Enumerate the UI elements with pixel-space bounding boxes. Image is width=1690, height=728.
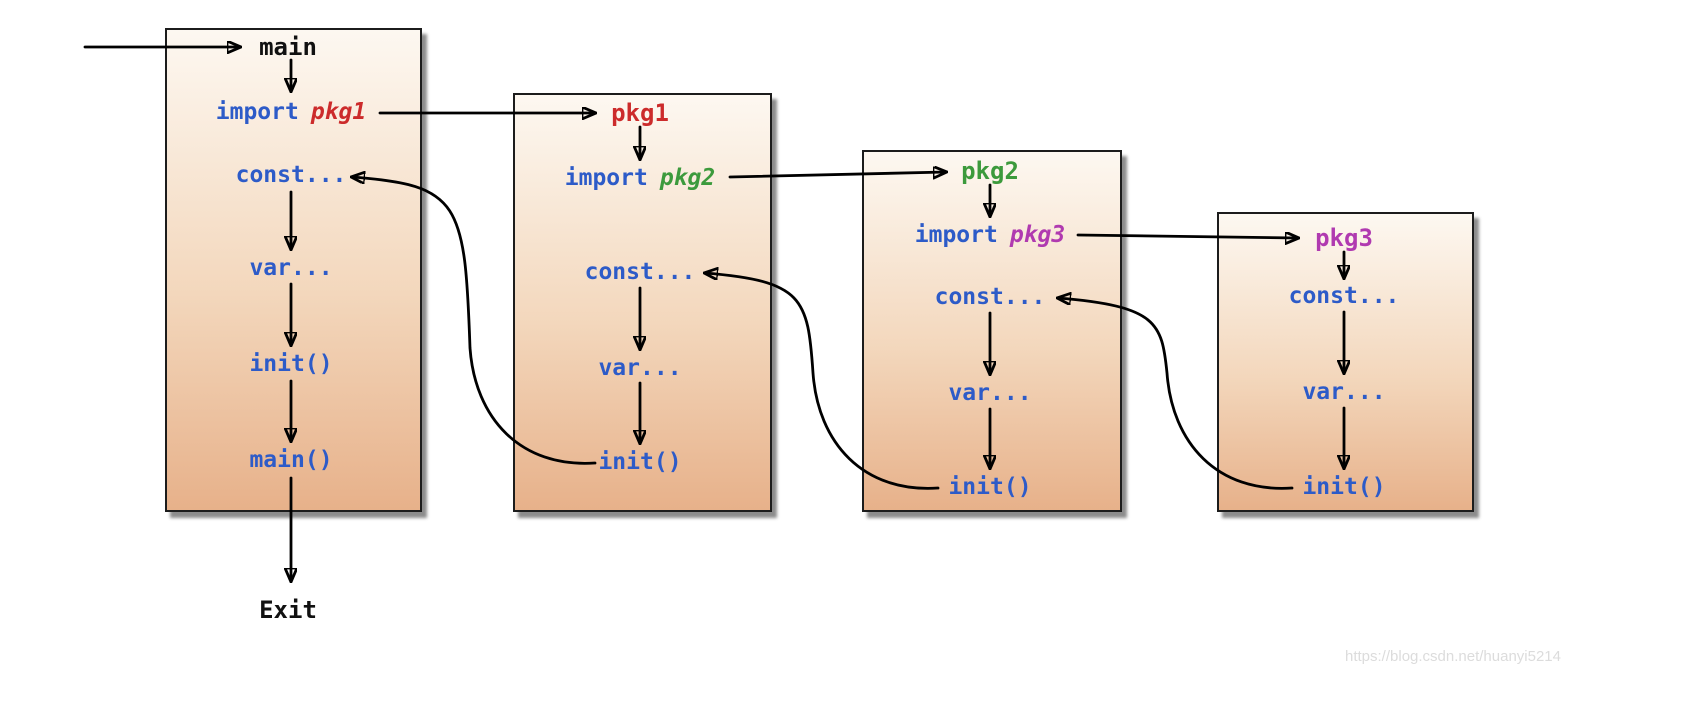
import-arg-pkg3: pkg3 <box>1009 222 1066 248</box>
pkg3-title: pkg3 <box>1315 224 1373 252</box>
pkg2-const-step: const... <box>934 284 1046 310</box>
main-var-step: var... <box>249 255 333 281</box>
watermark: https://blog.csdn.net/huanyi5214 <box>1345 648 1561 665</box>
pkg1-var-step: var... <box>598 355 682 381</box>
exit-label: Exit <box>259 596 317 624</box>
main-import-line: import pkg1 <box>216 99 366 125</box>
pkg1-const-step: const... <box>584 259 696 285</box>
main-title: main <box>259 33 317 61</box>
main-func-step: main() <box>249 447 333 473</box>
package-box-pkg2 <box>862 150 1122 512</box>
main-const-step: const... <box>235 162 347 188</box>
main-init-step: init() <box>249 351 333 377</box>
pkg2-title: pkg2 <box>961 157 1019 185</box>
pkg3-const-step: const... <box>1288 283 1400 309</box>
import-keyword: import <box>914 222 998 248</box>
pkg2-var-step: var... <box>948 380 1032 406</box>
import-keyword: import <box>564 165 648 191</box>
pkg2-init-step: init() <box>948 474 1032 500</box>
pkg1-import-line: import pkg2 <box>565 165 715 191</box>
pkg1-title: pkg1 <box>611 99 669 127</box>
pkg2-import-line: import pkg3 <box>915 222 1065 248</box>
pkg3-init-step: init() <box>1302 474 1386 500</box>
import-arg-pkg2: pkg2 <box>659 165 716 191</box>
pkg1-init-step: init() <box>598 449 682 475</box>
pkg3-var-step: var... <box>1302 379 1386 405</box>
import-arg-pkg1: pkg1 <box>310 99 367 125</box>
import-keyword: import <box>215 99 299 125</box>
package-box-pkg3 <box>1217 212 1474 512</box>
